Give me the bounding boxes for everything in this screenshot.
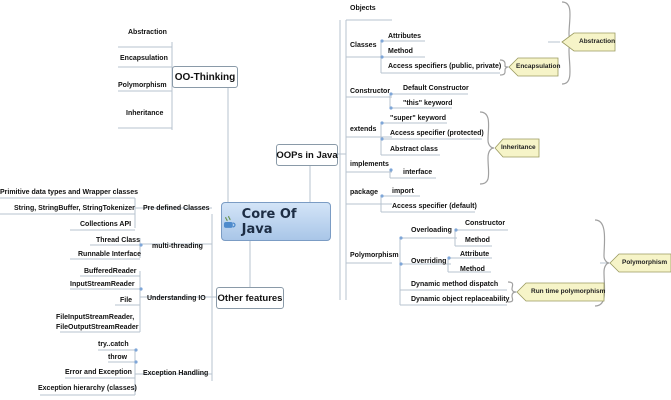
overriding-attribute[interactable]: Attribute xyxy=(460,251,490,258)
oops-implements[interactable]: implements xyxy=(350,161,389,168)
package-import[interactable]: import xyxy=(392,188,414,195)
oops-in-java-label: OOPs in Java xyxy=(276,149,338,161)
extends-abstract-class[interactable]: Abstract class xyxy=(390,146,438,153)
exception-try-catch[interactable]: try..catch xyxy=(98,341,129,348)
exception-error-vs-exception[interactable]: Error and Exception xyxy=(65,369,132,376)
summary-callouts xyxy=(494,32,671,302)
summary-encapsulation: Encapsulation xyxy=(516,63,561,70)
oops-package[interactable]: package xyxy=(350,189,379,196)
exception-throw[interactable]: throw xyxy=(108,354,128,361)
implements-interface[interactable]: interface xyxy=(403,169,433,176)
callout-abstraction xyxy=(561,32,616,52)
poly-dynamic-replaceability[interactable]: Dynamic object replaceability xyxy=(411,296,510,303)
summary-inheritance: Inheritance xyxy=(501,144,536,151)
io-fileoutputstreamreader[interactable]: FileOutputStreamReader xyxy=(56,324,139,331)
oo-item-inheritance[interactable]: Inheritance xyxy=(126,110,164,117)
oops-in-java-node[interactable]: OOPs in Java xyxy=(276,144,338,166)
poly-overloading[interactable]: Overloading xyxy=(411,227,452,234)
constructor-default[interactable]: Default Constructor xyxy=(403,85,469,92)
overriding-method[interactable]: Method xyxy=(460,266,485,273)
predefined-classes[interactable]: Pre defined Classes xyxy=(143,205,210,212)
brace-runtime xyxy=(507,281,517,303)
understanding-io[interactable]: Understanding IO xyxy=(147,295,206,302)
callout-runtime xyxy=(516,282,605,302)
central-topic-label: Core Of Java xyxy=(241,206,297,237)
predefined-primitive-wrapper[interactable]: Primitive data types and Wrapper classes xyxy=(0,189,138,196)
exception-handling[interactable]: Exception Handling xyxy=(143,370,209,377)
poly-dynamic-dispatch[interactable]: Dynamic method dispatch xyxy=(411,281,499,288)
overloading-constructor[interactable]: Constructor xyxy=(465,220,506,227)
classes-method[interactable]: Method xyxy=(388,48,413,55)
predefined-string-classes[interactable]: String, StringBuffer, StringTokenizer xyxy=(14,205,135,212)
summary-polymorphism: Polymorphism xyxy=(622,259,668,266)
oops-polymorphism[interactable]: Polymorphism xyxy=(350,252,399,259)
oo-thinking-label: OO-Thinking xyxy=(174,71,236,83)
connector-lines xyxy=(0,19,610,396)
summary-runtime-polymorphism: Run time polymorphism xyxy=(531,288,606,295)
oo-thinking-node[interactable]: OO-Thinking xyxy=(172,66,238,88)
constructor-this-keyword[interactable]: "this" keyword xyxy=(403,100,453,107)
other-features-node[interactable]: Other features xyxy=(216,287,284,309)
package-default-access[interactable]: Access specifier (default) xyxy=(392,203,477,210)
thread-class[interactable]: Thread Class xyxy=(96,237,140,244)
central-topic[interactable]: Core Of Java xyxy=(221,202,331,241)
oops-constructor[interactable]: Constructor xyxy=(350,88,391,95)
oo-item-abstraction[interactable]: Abstraction xyxy=(128,29,167,36)
io-bufferedreader[interactable]: BufferedReader xyxy=(84,268,137,275)
connector-dots xyxy=(134,39,458,364)
exception-hierarchy[interactable]: Exception hierarchy (classes) xyxy=(38,385,137,392)
overloading-method[interactable]: Method xyxy=(465,237,490,244)
io-fileinputstreamreader[interactable]: FileInputStreamReader, xyxy=(56,314,135,321)
poly-overriding[interactable]: Overriding xyxy=(411,258,447,265)
java-coffee-cup-icon xyxy=(223,215,236,228)
other-features-label: Other features xyxy=(217,292,283,304)
brace-inheritance xyxy=(479,111,495,185)
oops-extends[interactable]: extends xyxy=(350,126,377,133)
io-file[interactable]: File xyxy=(120,297,133,304)
extends-protected[interactable]: Access specifier (protected) xyxy=(390,130,484,137)
extends-super-keyword[interactable]: "super" keyword xyxy=(390,115,447,122)
callout-polymorphism xyxy=(609,253,671,273)
oops-classes[interactable]: Classes xyxy=(350,42,377,49)
oo-item-encapsulation[interactable]: Encapsulation xyxy=(120,55,168,62)
callout-inheritance xyxy=(494,138,540,158)
oo-item-polymorphism[interactable]: Polymorphism xyxy=(118,82,167,89)
multithreading[interactable]: multi-threading xyxy=(152,243,203,250)
runnable-interface[interactable]: Runnable Interface xyxy=(78,251,142,258)
callout-encapsulation xyxy=(508,57,559,77)
classes-access-specifiers[interactable]: Access specifiers (public, private) xyxy=(388,63,502,70)
summary-abstraction: Abstraction xyxy=(579,38,616,45)
io-inputstreamreader[interactable]: InputStreamReader xyxy=(70,281,135,288)
predefined-collections-api[interactable]: Collections API xyxy=(80,221,132,228)
brace-polymorphism xyxy=(594,219,610,307)
oops-objects[interactable]: Objects xyxy=(350,5,376,12)
brace-encapsulation xyxy=(499,59,509,76)
classes-attributes[interactable]: Attributes xyxy=(388,33,422,40)
